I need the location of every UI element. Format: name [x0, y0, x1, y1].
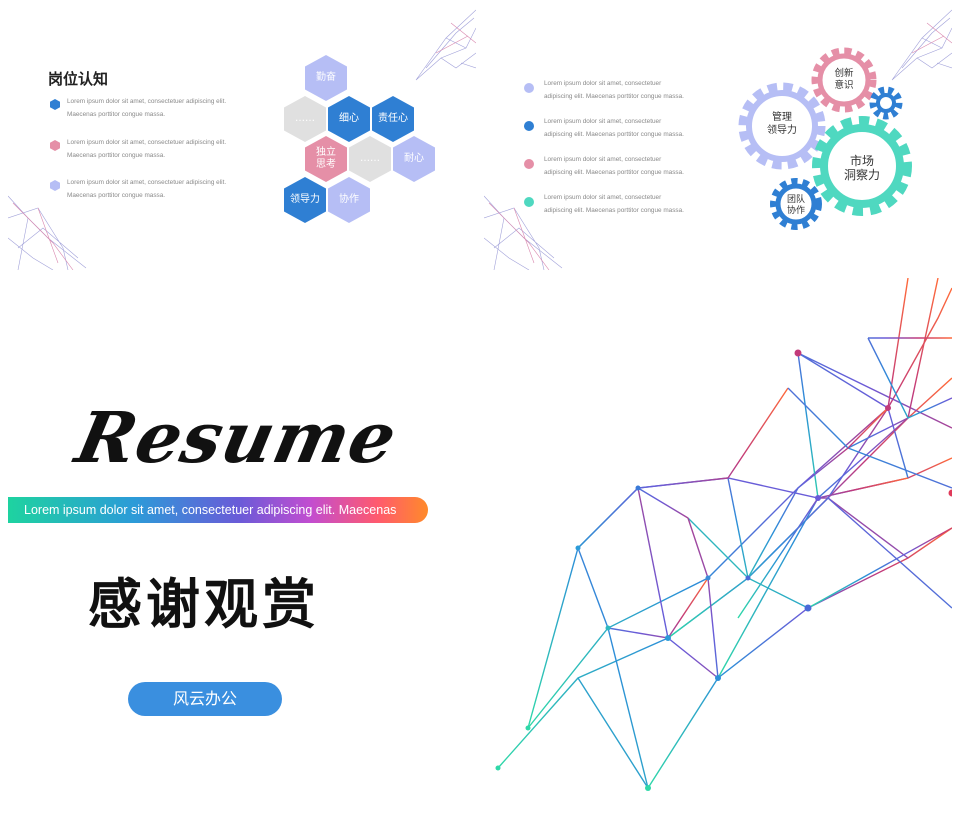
- gear-small-blue-icon: [869, 86, 903, 120]
- gear-label-market: 市场 洞察力: [843, 154, 880, 182]
- bullet-line-1: Lorem ipsum dolor sit amet, consectetuer…: [67, 179, 227, 186]
- bullet-line-2: Maecenas porttitor congue massa.: [67, 191, 166, 199]
- network-decoration-bottom-left: [484, 195, 563, 270]
- bullet-line-1: Lorem ipsum dolor sit amet, consectetuer: [544, 194, 662, 201]
- hex-xiezuo: 协作: [328, 177, 370, 223]
- bullet-line-2: adipiscing elit. Maecenas porttitor cong…: [544, 92, 684, 100]
- resume-title: Resume: [69, 396, 405, 479]
- network-nodes: [495, 349, 952, 791]
- bullet-line-1: Lorem ipsum dolor sit amet, consectetuer: [544, 118, 662, 125]
- gear-label-teamwork: 团队 协作: [786, 195, 805, 216]
- bullet-line-2: adipiscing elit. Maecenas porttitor cong…: [544, 130, 684, 138]
- thanks-heading: 感谢观赏: [88, 572, 320, 636]
- gear-label-management: 管理 领导力: [767, 112, 797, 136]
- pink-dot-icon: [524, 159, 534, 169]
- hex-lingdaoli: 领导力: [284, 177, 326, 223]
- slide-title: 岗位认知: [48, 70, 109, 88]
- gear-label-innovation: 创新 意识: [834, 68, 854, 91]
- hex-xixin: 细心: [328, 96, 370, 142]
- slide-thank-you: Resume Lorem ipsum dolor sit amet, conse…: [8, 278, 952, 808]
- network-decoration-top-right: [891, 9, 952, 81]
- fengyun-office-button[interactable]: 风云办公: [128, 682, 282, 716]
- hex-blank: ……: [284, 96, 326, 142]
- gear-blue-icon: [770, 178, 822, 230]
- gear-pink-icon: [811, 47, 877, 113]
- slide-competency-gears: Lorem ipsum dolor sit amet, consectetuer…: [484, 8, 952, 270]
- slide-job-awareness: 岗位认知 Lorem ipsum dolor sit amet, consect…: [8, 8, 476, 270]
- bullet-line-2: Maecenas porttitor congue massa.: [67, 151, 166, 159]
- hex-zerenxin: 责任心: [372, 96, 414, 142]
- hex-naixin: 耐心: [393, 136, 435, 182]
- hex-duli-sikao: 独立 思考: [305, 136, 347, 182]
- gear-lavender-icon: [738, 82, 826, 170]
- lavender-hexagon-bullet-icon: [50, 180, 60, 191]
- blue-dot-icon: [524, 121, 534, 131]
- bullet-line-2: adipiscing elit. Maecenas porttitor cong…: [544, 168, 684, 176]
- blue-hexagon-bullet-icon: [50, 99, 60, 110]
- network-graph-decoration: [495, 278, 952, 791]
- network-decoration-bottom-left: [8, 195, 87, 270]
- gear-teal-icon: [812, 116, 912, 216]
- subtitle-banner: Lorem ipsum dolor sit amet, consectetuer…: [8, 497, 428, 523]
- teal-dot-icon: [524, 197, 534, 207]
- bullet-line-2: adipiscing elit. Maecenas porttitor cong…: [544, 206, 684, 214]
- hex-blank: ……: [349, 136, 391, 182]
- bullet-line-1: Lorem ipsum dolor sit amet, consectetuer…: [67, 139, 227, 146]
- gears-diagram: [738, 47, 912, 230]
- bullet-line-1: Lorem ipsum dolor sit amet, consectetuer: [544, 156, 662, 163]
- lavender-dot-icon: [524, 83, 534, 93]
- bullet-line-2: Maecenas porttitor congue massa.: [67, 110, 166, 118]
- pink-hexagon-bullet-icon: [50, 140, 60, 151]
- bullet-line-1: Lorem ipsum dolor sit amet, consectetuer: [544, 80, 662, 87]
- bullet-line-1: Lorem ipsum dolor sit amet, consectetuer…: [67, 98, 227, 105]
- hex-qinfen: 勤奋: [305, 55, 347, 101]
- network-decoration-top-right: [415, 9, 476, 81]
